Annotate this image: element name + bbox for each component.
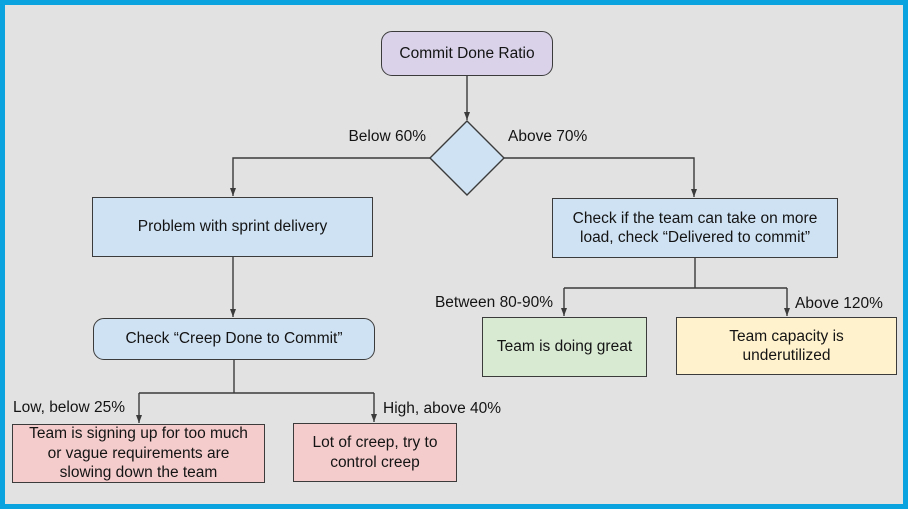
node-team-signing-up-too-much: Team is signing up for too much or vague… bbox=[12, 424, 265, 483]
edge-label-low-below-25: Low, below 25% bbox=[13, 399, 126, 416]
node-check-creep-label: Check “Creep Done to Commit” bbox=[125, 330, 343, 348]
node-problem-label: Problem with sprint delivery bbox=[137, 218, 328, 236]
edge-label-between-80-90: Between 80-90% bbox=[434, 294, 553, 311]
edge-label-above-120: Above 120% bbox=[795, 295, 883, 312]
flowchart-canvas: Commit Done Ratio Problem with sprint de… bbox=[5, 5, 903, 504]
node-underutilized-label: Team capacity is underutilized bbox=[729, 327, 844, 364]
node-lot-of-creep: Lot of creep, try to control creep bbox=[293, 423, 457, 482]
node-commit-done-ratio-label: Commit Done Ratio bbox=[399, 44, 535, 62]
edge-decision-to-problem bbox=[230, 157, 430, 196]
connectors-layer bbox=[136, 76, 790, 423]
decision-diamond bbox=[429, 120, 505, 196]
node-commit-done-ratio: Commit Done Ratio bbox=[381, 31, 553, 76]
edge-decision-to-check-more-load bbox=[504, 157, 697, 197]
node-doing-great-label: Team is doing great bbox=[496, 338, 633, 356]
node-check-more-load-label: Check if the team can take on more load,… bbox=[572, 209, 818, 246]
edge-label-high-above-40: High, above 40% bbox=[383, 400, 502, 417]
node-check-more-load: Check if the team can take on more load,… bbox=[552, 198, 838, 258]
node-problem-with-sprint-delivery: Problem with sprint delivery bbox=[92, 197, 373, 257]
node-check-creep-done-to-commit: Check “Creep Done to Commit” bbox=[93, 318, 375, 360]
node-lot-of-creep-label: Lot of creep, try to control creep bbox=[312, 434, 438, 471]
edge-label-above-70: Above 70% bbox=[508, 128, 588, 145]
node-team-doing-great: Team is doing great bbox=[482, 317, 647, 377]
node-too-much-label: Team is signing up for too much or vague… bbox=[29, 425, 248, 482]
node-team-capacity-underutilized: Team capacity is underutilized bbox=[676, 317, 897, 375]
edge-label-below-60: Below 60% bbox=[348, 128, 426, 145]
